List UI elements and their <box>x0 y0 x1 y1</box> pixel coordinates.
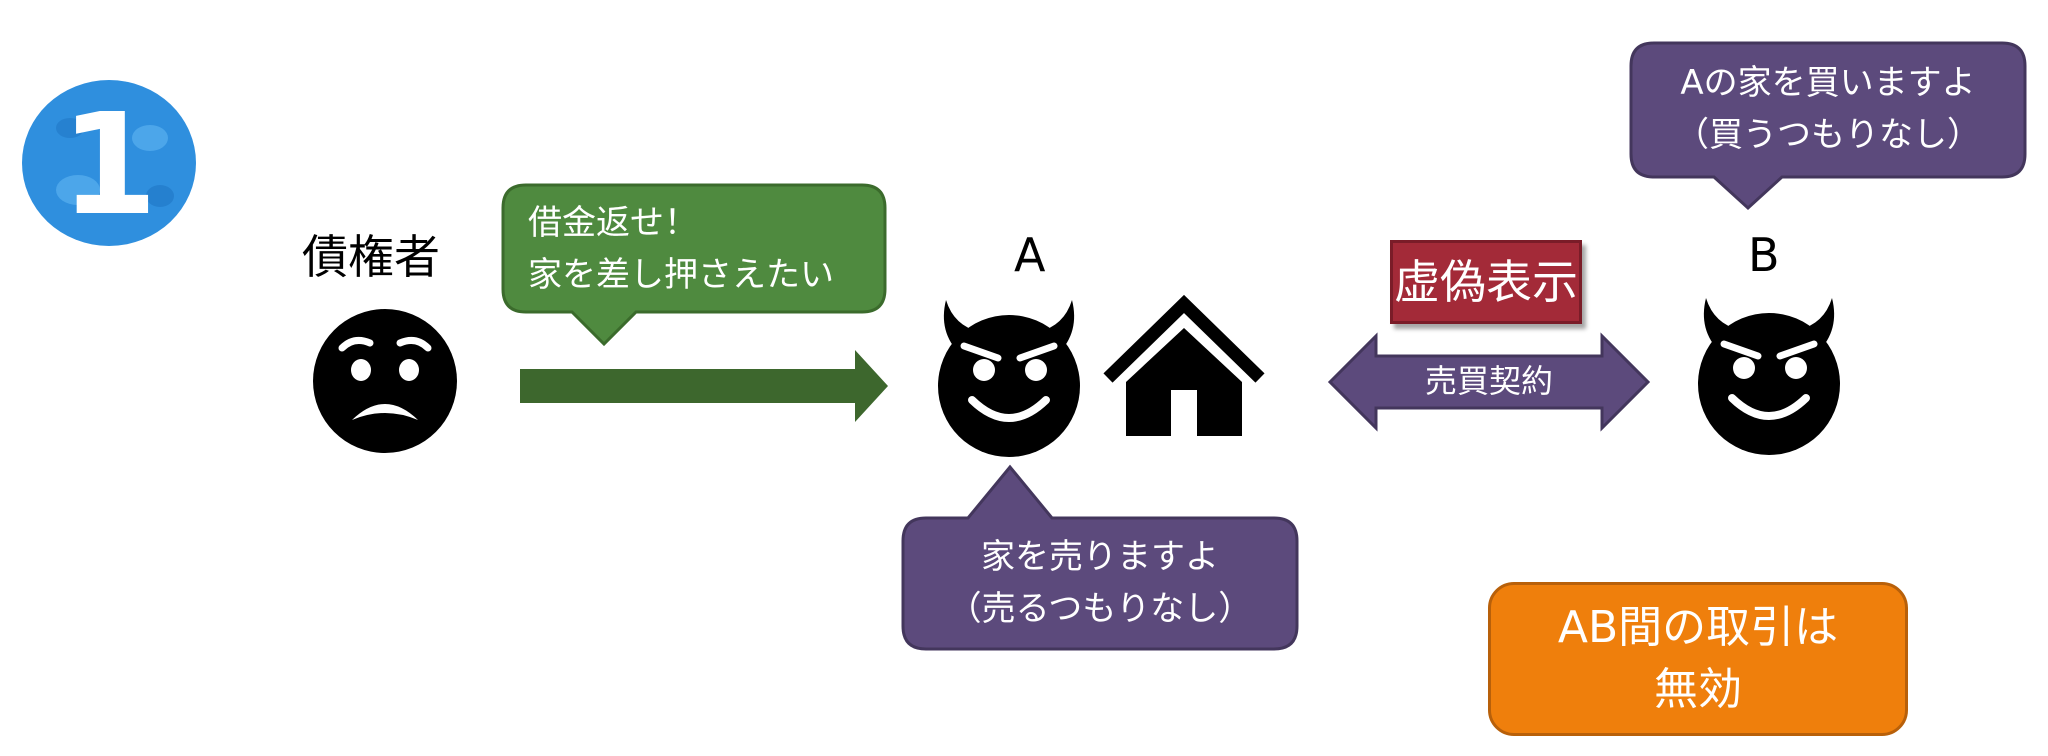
b-bubble-line2: （買うつもりなし） <box>1675 115 1981 155</box>
creditor-speech-bubble <box>500 182 888 348</box>
person-b-label: B <box>1748 228 1780 282</box>
smiling-devil-icon <box>1692 292 1846 456</box>
result-line2: 無効 <box>1654 664 1742 715</box>
step-number: 1 <box>60 84 157 247</box>
false-display-label: 虚偽表示 <box>1390 240 1582 324</box>
house-icon <box>1103 294 1265 436</box>
sales-contract-arrow <box>1327 332 1651 432</box>
smiling-devil-icon <box>932 294 1086 458</box>
creditor-label: 債権者 <box>302 230 440 284</box>
claim-arrow <box>520 350 890 422</box>
result-line1: AB間の取引は <box>1557 602 1839 653</box>
b-speech-bubble <box>1628 40 2028 211</box>
anxious-face-icon <box>312 308 458 454</box>
creditor-bubble-line1: 借金返せ！ <box>528 203 698 243</box>
person-a-label: A <box>1014 228 1046 282</box>
step-badge: 1 <box>20 78 198 248</box>
creditor-bubble-line2: 家を差し押さえたい <box>528 255 834 295</box>
b-bubble-line1: Aの家を買いますよ <box>1680 63 1976 103</box>
result-box: AB間の取引は 無効 <box>1488 582 1908 736</box>
sales-contract-label: 売買契約 <box>1424 362 1553 400</box>
a-bubble-line2: （売るつもりなし） <box>947 589 1253 629</box>
a-bubble-line1: 家を売りますよ <box>981 537 1219 577</box>
a-speech-bubble <box>900 464 1300 652</box>
